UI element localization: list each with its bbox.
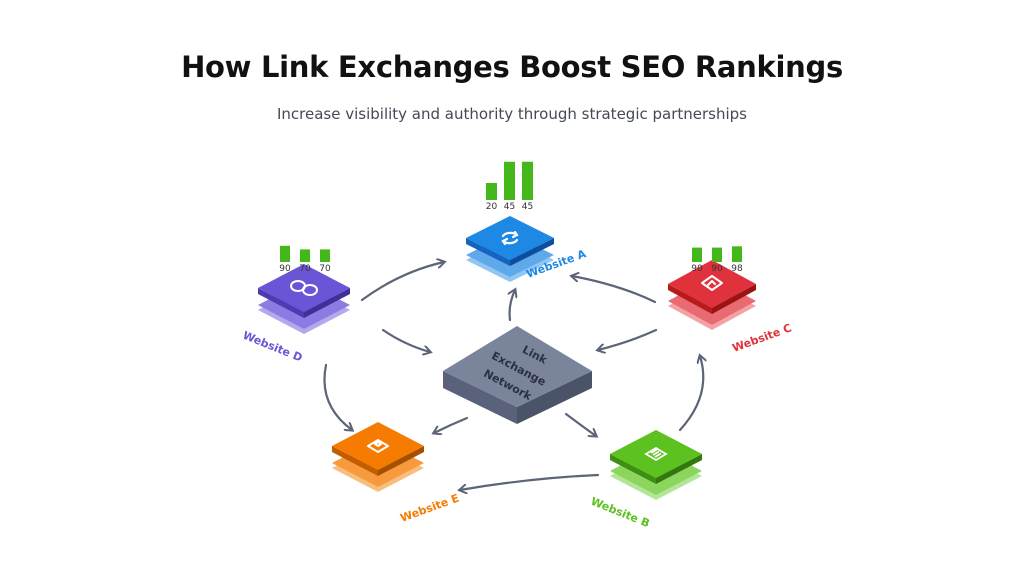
website-c-bar-2	[712, 247, 722, 262]
link-exchange-hub: Link Exchange Network	[443, 326, 592, 424]
website-c-bar-label-1: 90	[691, 264, 703, 274]
arrow-d-to-hub	[381, 328, 430, 352]
document-icon	[644, 446, 668, 462]
arrow-c-to-hub	[598, 328, 658, 350]
website-d-bar-label-3: 70	[319, 264, 331, 274]
website-b-node: Website B	[589, 430, 702, 530]
website-c-bar-1	[692, 247, 702, 262]
website-d-bars: 90 70 70	[279, 245, 331, 274]
page-title: How Link Exchanges Boost SEO Rankings	[181, 50, 843, 84]
website-e-node: Website E	[332, 422, 461, 525]
website-a-bar-3	[522, 161, 533, 200]
website-a-bar-label-2: 45	[504, 202, 515, 212]
website-d-bar-1	[280, 245, 290, 262]
website-c-bar-label-3: 98	[731, 264, 743, 274]
website-d-node: Website D 90 70 70	[241, 245, 350, 365]
arrow-b-to-e	[460, 473, 600, 490]
connection-arrows	[323, 262, 703, 490]
chart-icon	[701, 275, 723, 291]
website-a-bars: 20 45 45	[486, 161, 533, 212]
arrow-hub-to-b	[564, 412, 596, 436]
arrow-d-to-e	[323, 363, 352, 430]
link-icon	[290, 280, 318, 296]
website-d-bar-3	[320, 249, 330, 262]
arrow-b-to-c	[678, 356, 703, 432]
box-icon	[367, 439, 389, 453]
website-a-bar-label-1: 20	[486, 202, 498, 212]
website-c-bars: 90 90 98	[691, 246, 743, 274]
refresh-icon	[501, 230, 519, 246]
website-c-bar-3	[732, 246, 742, 262]
arrow-c-to-a	[572, 276, 657, 304]
website-a-bar-1	[486, 183, 497, 200]
page-subtitle: Increase visibility and authority throug…	[276, 105, 747, 123]
website-d-bar-2	[300, 249, 310, 262]
website-c-label: Website C	[731, 321, 794, 354]
website-c-bar-label-2: 90	[711, 264, 723, 274]
website-b-label: Website B	[589, 495, 652, 530]
website-e-label: Website E	[399, 492, 461, 525]
website-d-bar-label-1: 90	[279, 264, 291, 274]
website-a-bar-label-3: 45	[522, 202, 533, 212]
arrow-hub-to-e	[434, 416, 469, 433]
arrow-d-to-a	[360, 262, 444, 302]
website-a-bar-2	[504, 161, 515, 200]
website-d-bar-label-2: 70	[299, 264, 311, 274]
website-d-label: Website D	[241, 329, 304, 365]
website-c-node: Website C 90 90 98	[668, 246, 794, 355]
arrow-hub-to-a	[510, 290, 515, 322]
